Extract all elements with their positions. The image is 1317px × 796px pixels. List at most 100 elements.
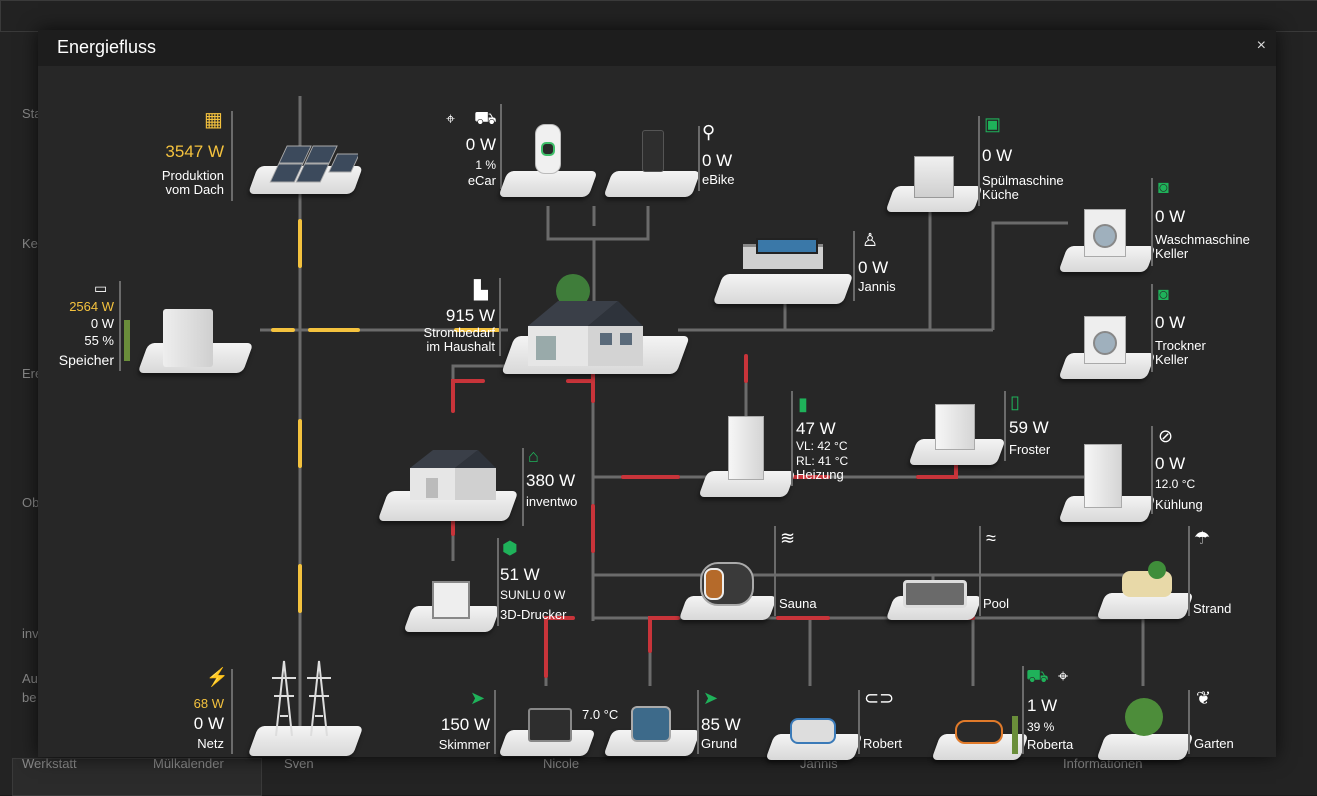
bg-label: be [22,690,37,705]
ecar-value: 0 W [465,135,496,154]
trockner-label-2: Keller [1155,352,1189,367]
haushalt-label-2: im Haushalt [426,339,495,354]
skimmer-temp: 7.0 °C [582,707,619,722]
grund-value: 85 W [701,715,741,734]
heating-icon: ▮ [798,394,808,414]
jannis-label: Jannis [858,279,896,294]
roberta-value: 1 W [1027,696,1058,715]
inventwo-label: inventwo [526,494,578,509]
heizung-rl: RL: 41 °C [796,454,849,468]
divider [231,111,233,201]
bg-label: Ke [22,236,38,251]
divider [698,126,700,191]
divider [494,690,496,754]
close-button[interactable]: × [1256,37,1266,54]
power-tower-image[interactable] [266,656,346,741]
wallbox-led [541,142,555,156]
froster-value: 59 W [1009,418,1049,437]
garden-tree-image[interactable] [1125,698,1163,736]
wasch-label-2: Keller [1155,246,1189,261]
divider [1022,666,1024,754]
bg-label: Werkstatt [22,756,77,771]
bg-label: Mülkalender [153,756,224,771]
roberta-label: Roberta [1027,737,1074,752]
trockner-label-1: Trockner [1155,338,1206,353]
house-image[interactable] [518,271,668,371]
energiefluss-dialog: Energiefluss × [38,30,1276,760]
divider [978,116,980,206]
hot-tub-image[interactable] [903,580,967,608]
inventwo-house-image[interactable] [408,446,498,506]
wasch-value: 0 W [1155,207,1186,226]
bg-tile[interactable] [0,0,1317,32]
spuel-label-2: Küche [982,187,1019,202]
wasch-label-1: Waschmaschine [1155,232,1250,247]
skimmer-image[interactable] [528,708,572,742]
boiler-image[interactable] [728,416,764,480]
car-icon: ⛟ [474,108,497,128]
truck-icon: ⛟ [1026,666,1049,686]
flow-canvas: ▦ 3547 W Produktion vom Dach ▭ 2564 W 0 … [38,66,1276,760]
solar-panels-image[interactable] [248,144,358,204]
solar-panel-icon: ▦ [204,109,223,131]
bg-tile-werkstatt[interactable] [12,758,262,796]
pool-robot-image[interactable] [790,718,836,744]
divider [774,526,776,616]
heizung-label: Heizung [796,467,844,482]
ecar-percent: 1 % [475,158,496,172]
froster-label: Froster [1009,442,1051,457]
bg-label: inv [22,626,39,641]
skimmer-value: 150 W [440,715,490,734]
dialog-title: Energiefluss [57,37,157,57]
steam-icon: ≋ [780,528,796,548]
fridge-image[interactable] [1084,444,1122,508]
battery-storage-image[interactable] [163,309,213,367]
divider [853,231,855,301]
divider [1188,690,1190,754]
fish-icon: ➤ [470,688,486,708]
bg-label: Sta [22,106,42,121]
bg-label: Au [22,671,38,686]
haushalt-label-1: Strombedarf [423,325,495,340]
netz-label: Netz [197,736,224,751]
robot-vacuum-icon: ⊂⊃ [864,688,895,708]
robert-label: Robert [863,736,903,751]
dialog-header: Energiefluss × [38,30,1276,66]
divider [1151,426,1153,514]
divider [1004,391,1006,461]
speicher-label: Speicher [58,352,114,368]
swimmer-icon: ≈ [986,528,996,548]
bg-label: Ere [22,366,43,381]
divider [791,391,793,486]
bike-charger-image[interactable] [642,130,664,172]
fridge-off-icon: ⊘ [1158,426,1174,446]
produktion-value: 3547 W [165,142,224,161]
roberta-percent: 39 % [1027,720,1055,734]
dishwasher-image[interactable] [914,156,954,198]
person-icon: ♙ [862,230,879,250]
speicher-value-2: 0 W [90,316,114,331]
pump-image[interactable] [631,706,671,742]
battery-level-bar [124,320,130,361]
spuel-value: 0 W [982,146,1013,165]
grund-label: Grund [701,736,738,751]
location-pin-icon: ⌖ [446,111,456,128]
lawn-mower-image[interactable] [955,720,1003,744]
divider [1188,526,1190,616]
washing-machine-icon: ◙ [1158,177,1169,197]
battery-icon: ▭ [94,280,108,296]
3d-printer-image[interactable] [432,581,470,619]
freezer-image[interactable] [935,404,975,450]
bg-label: Ob [22,495,40,510]
jannis-value: 0 W [858,258,889,277]
strand-label: Strand [1193,601,1232,616]
jannis-platform [712,274,854,304]
ebike-icon: ⚲ [702,122,716,142]
garten-platform [1096,734,1194,760]
home-icon: ⌂ [528,446,539,466]
divider [697,690,699,754]
divider [979,526,981,616]
haushalt-value: 915 W [445,306,495,325]
heizung-vl: VL: 42 °C [796,439,848,453]
location-pin-icon: ⌖ [1058,666,1069,686]
